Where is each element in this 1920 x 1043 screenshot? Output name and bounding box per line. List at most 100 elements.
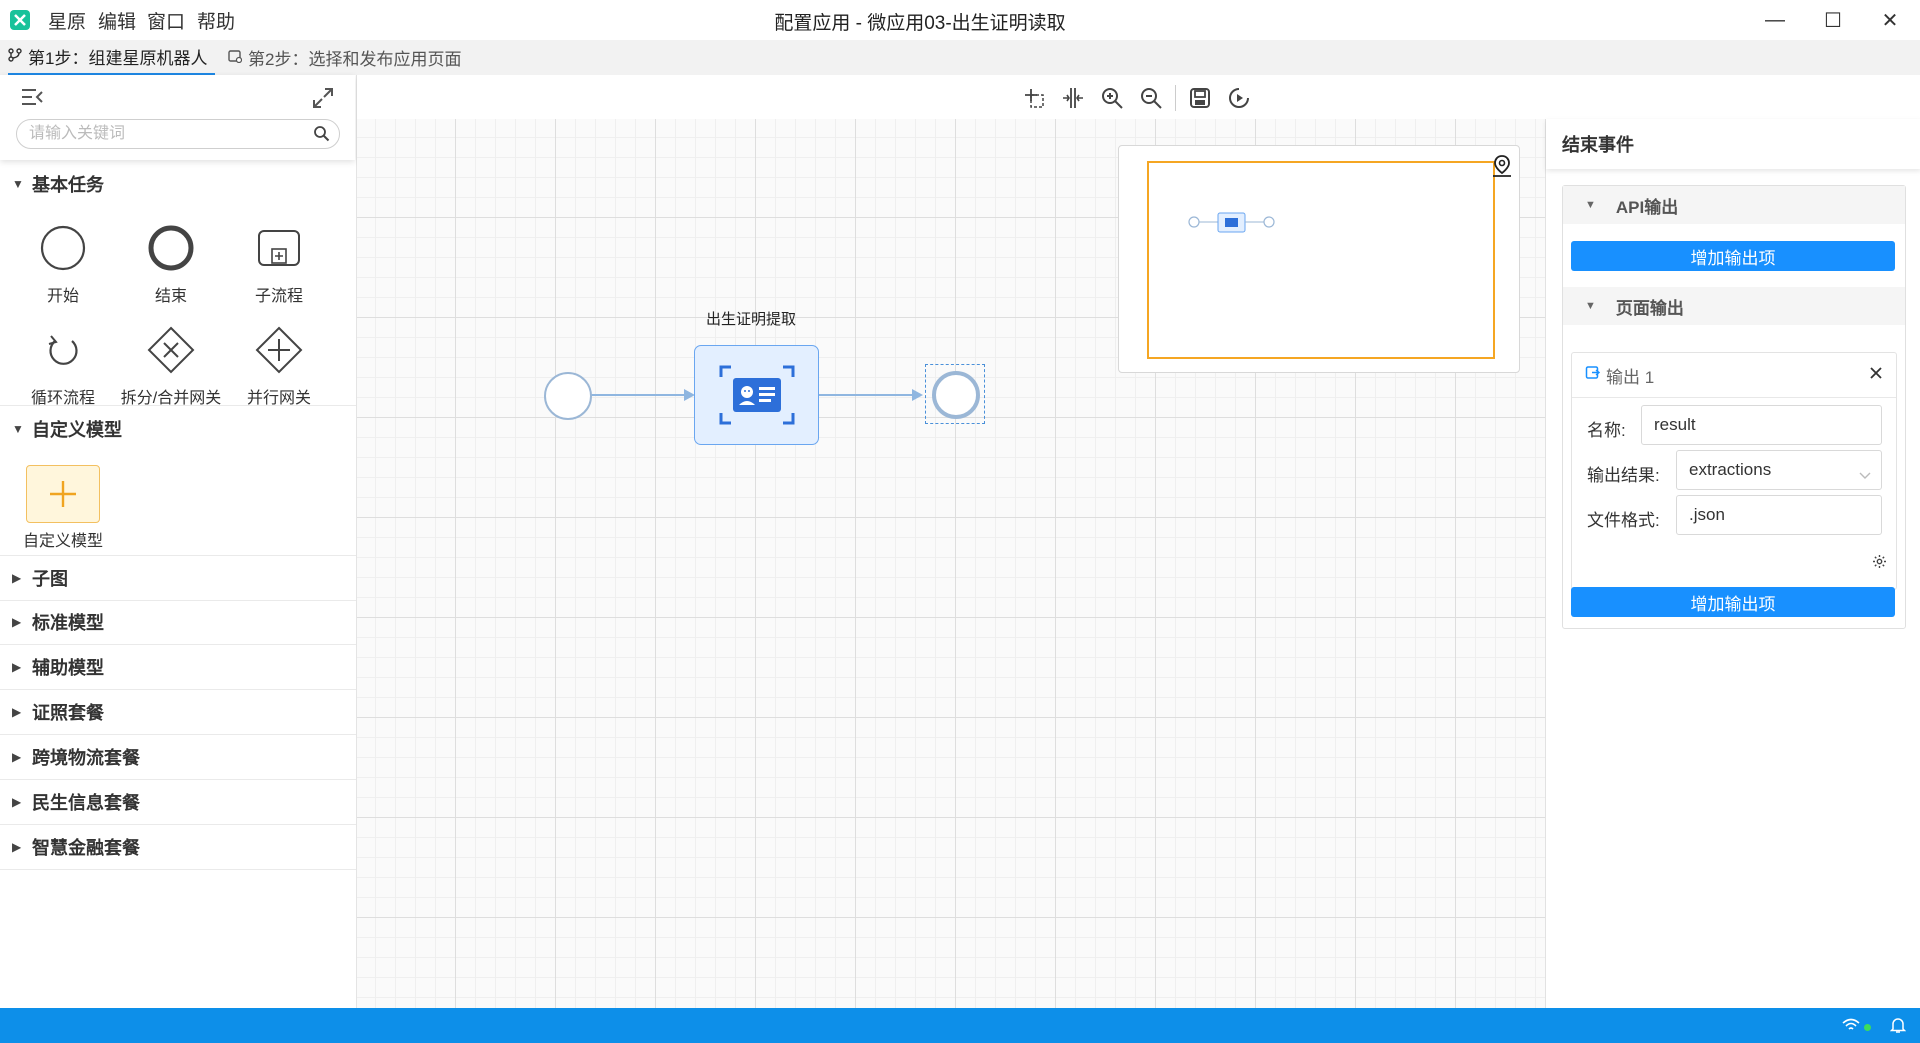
flow-canvas[interactable]: 出生证明提取 — [357, 119, 1545, 1008]
run-icon[interactable] — [1226, 85, 1252, 111]
section-auxiliary-model[interactable]: ▶ 辅助模型 — [0, 645, 356, 690]
search-input[interactable] — [27, 120, 301, 148]
page-output-header[interactable]: ▼ 页面输出 — [1563, 287, 1905, 325]
output-result-label: 输出结果: — [1587, 466, 1660, 485]
section-basic-tasks[interactable]: ▼ 基本任务 — [12, 175, 104, 195]
minimap-viewport[interactable] — [1147, 161, 1495, 359]
panel-title: 结束事件 — [1562, 135, 1634, 155]
title-bar: 星原 编辑 窗口 帮助 配置应用 - 微应用03-出生证明读取 — ☐ ✕ — [0, 0, 1920, 40]
minimap[interactable] — [1118, 145, 1520, 373]
section-finance-package[interactable]: ▶ 智慧金融套餐 — [0, 825, 356, 870]
tab-step-1[interactable]: 第1步：组建星原机器人 — [8, 40, 216, 75]
zoom-out-icon[interactable] — [1138, 85, 1164, 111]
branch-icon — [8, 47, 22, 66]
collapsed-triangle-icon: ▶ — [12, 705, 22, 719]
menu-star[interactable]: 星原 — [48, 12, 87, 33]
flow-edges — [590, 389, 923, 401]
chevron-down-icon — [1859, 465, 1871, 485]
maximize-button[interactable]: ☐ — [1824, 9, 1842, 32]
end-event-node[interactable] — [932, 371, 980, 419]
settings-gear-icon[interactable] — [1872, 554, 1887, 574]
section-license-package[interactable]: ▶ 证照套餐 — [0, 690, 356, 735]
subprocess-icon — [258, 230, 300, 266]
output-item-title: 输出 1 — [1606, 367, 1655, 387]
expanded-triangle-icon: ▼ — [1585, 199, 1596, 211]
exclusive-gateway-icon — [147, 326, 195, 374]
location-pin-icon[interactable] — [1491, 154, 1513, 183]
window-title: 配置应用 - 微应用03-出生证明读取 — [774, 13, 1066, 34]
parallel-gateway-icon — [255, 326, 303, 374]
close-icon[interactable] — [1868, 365, 1884, 386]
section-livelihood-package[interactable]: ▶ 民生信息套餐 — [0, 780, 356, 825]
right-panel: 结束事件 ▼ API输出 增加输出项 ▼ 页面输出 输出 1 名称: resu — [1545, 119, 1920, 1008]
menu-window[interactable]: 窗口 — [147, 12, 186, 33]
section-custom-model[interactable]: ▼ 自定义模型 — [12, 420, 122, 440]
task-node-label: 出生证明提取 — [705, 311, 796, 328]
tool-subprocess[interactable]: 子流程 — [226, 223, 332, 306]
name-label: 名称: — [1587, 421, 1626, 440]
step-tabs: 第1步：组建星原机器人 第2步：选择和发布应用页面 — [0, 40, 1920, 75]
menu-edit[interactable]: 编辑 — [98, 12, 137, 33]
tool-start[interactable]: 开始 — [10, 223, 116, 306]
toolbar-divider — [1175, 85, 1176, 111]
loop-icon — [48, 335, 78, 365]
save-icon[interactable] — [1187, 85, 1213, 111]
minimap-preview — [1188, 212, 1275, 233]
output-config-card: ▼ API输出 增加输出项 ▼ 页面输出 输出 1 名称: result 输出结… — [1562, 185, 1906, 629]
canvas-toolbar — [357, 75, 1545, 119]
name-input[interactable]: result — [1641, 405, 1882, 445]
output-item-header: 输出 1 — [1572, 353, 1896, 398]
tab-step-2-label: 第2步：选择和发布应用页面 — [248, 50, 462, 69]
collapsed-triangle-icon: ▶ — [12, 750, 22, 764]
id-card-scan-icon — [719, 365, 794, 425]
expanded-triangle-icon: ▼ — [12, 177, 24, 191]
section-standard-model[interactable]: ▶ 标准模型 — [0, 600, 356, 645]
tab-step-2[interactable]: 第2步：选择和发布应用页面 — [228, 40, 461, 75]
api-output-header[interactable]: ▼ API输出 — [1563, 186, 1905, 224]
expand-icon[interactable] — [312, 87, 334, 114]
output-result-select[interactable]: extractions — [1676, 450, 1882, 490]
wifi-icon — [1842, 1018, 1860, 1037]
expanded-triangle-icon: ▼ — [1585, 300, 1596, 312]
minimize-button[interactable]: — — [1765, 8, 1785, 31]
search-box — [16, 119, 340, 149]
tool-parallel-gateway[interactable]: 并行网关 — [226, 325, 332, 408]
online-status-dot — [1864, 1024, 1871, 1031]
tool-custom-model[interactable]: 自定义模型 — [10, 465, 116, 551]
search-icon[interactable] — [313, 125, 330, 147]
split-space-icon[interactable] — [1060, 85, 1086, 111]
left-panel-header — [0, 75, 355, 160]
page-icon — [228, 49, 243, 67]
file-format-label: 文件格式: — [1587, 511, 1660, 530]
tool-exclusive-gateway[interactable]: 拆分/合并网关 — [118, 325, 224, 408]
bell-icon[interactable] — [1889, 1016, 1907, 1039]
task-node[interactable] — [694, 345, 819, 445]
section-subgraph[interactable]: ▶ 子图 — [0, 555, 356, 601]
zoom-in-icon[interactable] — [1099, 85, 1125, 111]
app-logo-icon — [10, 10, 30, 30]
select-area-icon[interactable] — [1021, 85, 1047, 111]
close-window-button[interactable]: ✕ — [1881, 9, 1899, 32]
file-format-input[interactable]: .json — [1676, 495, 1882, 535]
tool-end[interactable]: 结束 — [118, 223, 224, 306]
add-api-output-button[interactable]: 增加输出项 — [1571, 241, 1895, 271]
end-event-icon — [148, 225, 194, 271]
add-page-output-button[interactable]: 增加输出项 — [1571, 587, 1895, 617]
output-file-icon — [1585, 365, 1601, 385]
collapsed-triangle-icon: ▶ — [12, 615, 22, 629]
menu-help[interactable]: 帮助 — [197, 12, 236, 33]
add-custom-model-icon — [26, 465, 100, 523]
collapsed-triangle-icon: ▶ — [12, 660, 22, 674]
edge-arrowhead — [912, 389, 923, 401]
start-event-node[interactable] — [544, 372, 592, 420]
edge-arrowhead — [684, 389, 695, 401]
status-bar — [0, 1008, 1920, 1043]
end-event-selection — [925, 364, 985, 424]
tab-step-1-label: 第1步：组建星原机器人 — [28, 49, 208, 68]
collapsed-triangle-icon: ▶ — [12, 571, 22, 585]
section-logistics-package[interactable]: ▶ 跨境物流套餐 — [0, 735, 356, 780]
tool-loop[interactable]: 循环流程 — [10, 325, 116, 408]
output-item-card: 输出 1 名称: result 输出结果: extractions 文件格式: … — [1571, 352, 1897, 590]
right-panel-header: 结束事件 — [1546, 119, 1920, 169]
collapse-menu-icon[interactable] — [20, 87, 44, 112]
